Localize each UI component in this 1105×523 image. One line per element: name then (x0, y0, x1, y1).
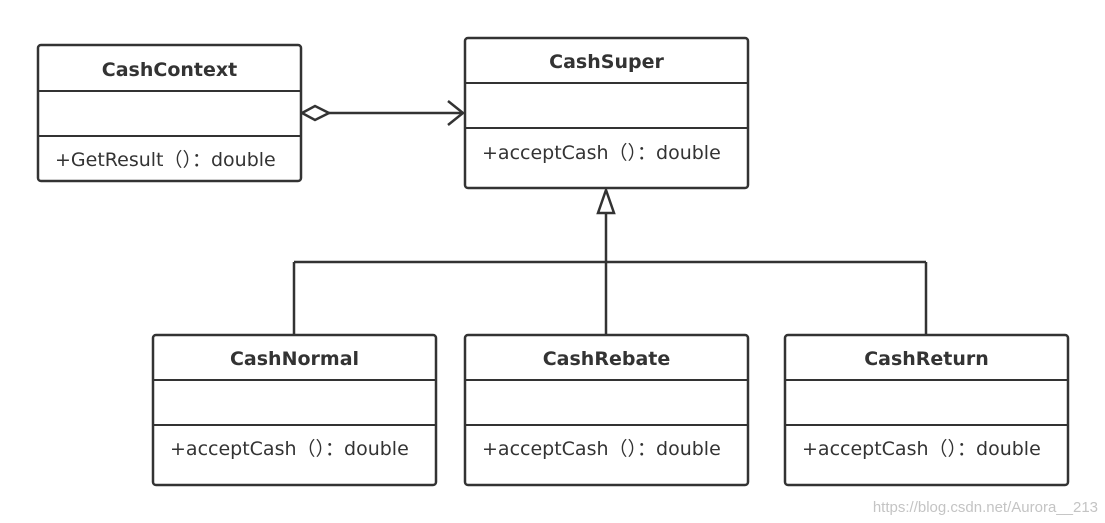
association-arrowhead (447, 100, 466, 126)
class-name: CashRebate (543, 348, 671, 370)
class-name: CashNormal (230, 348, 359, 370)
class-box (151, 333, 438, 487)
class-method: +acceptCash（）：double (802, 438, 1041, 460)
class-method: +acceptCash（）：double (170, 438, 409, 460)
watermark-text: https://blog.csdn.net/Aurora__213 (873, 499, 1098, 516)
class-name: CashReturn (864, 348, 989, 370)
class-name: CashSuper (549, 51, 664, 73)
class-cash-context[interactable]: CashContext +GetResult（）：double (36, 43, 303, 183)
class-box (463, 36, 750, 190)
class-method: +acceptCash（）：double (482, 438, 721, 460)
class-box (36, 43, 303, 183)
aggregation-diamond (299, 104, 332, 122)
class-cash-super[interactable]: CashSuper +acceptCash（）：double (463, 36, 750, 190)
class-box (783, 333, 1070, 487)
class-method: +acceptCash（）：double (482, 142, 721, 164)
connectors (292, 100, 928, 335)
class-box (463, 333, 750, 487)
class-name: CashContext (102, 59, 237, 81)
class-cash-rebate[interactable]: CashRebate +acceptCash（）：double (463, 333, 750, 487)
generalization-triangle (596, 186, 616, 215)
class-cash-return[interactable]: CashReturn +acceptCash（）：double (783, 333, 1070, 487)
class-cash-normal[interactable]: CashNormal +acceptCash（）：double (151, 333, 438, 487)
class-method: +GetResult（）：double (55, 149, 276, 171)
